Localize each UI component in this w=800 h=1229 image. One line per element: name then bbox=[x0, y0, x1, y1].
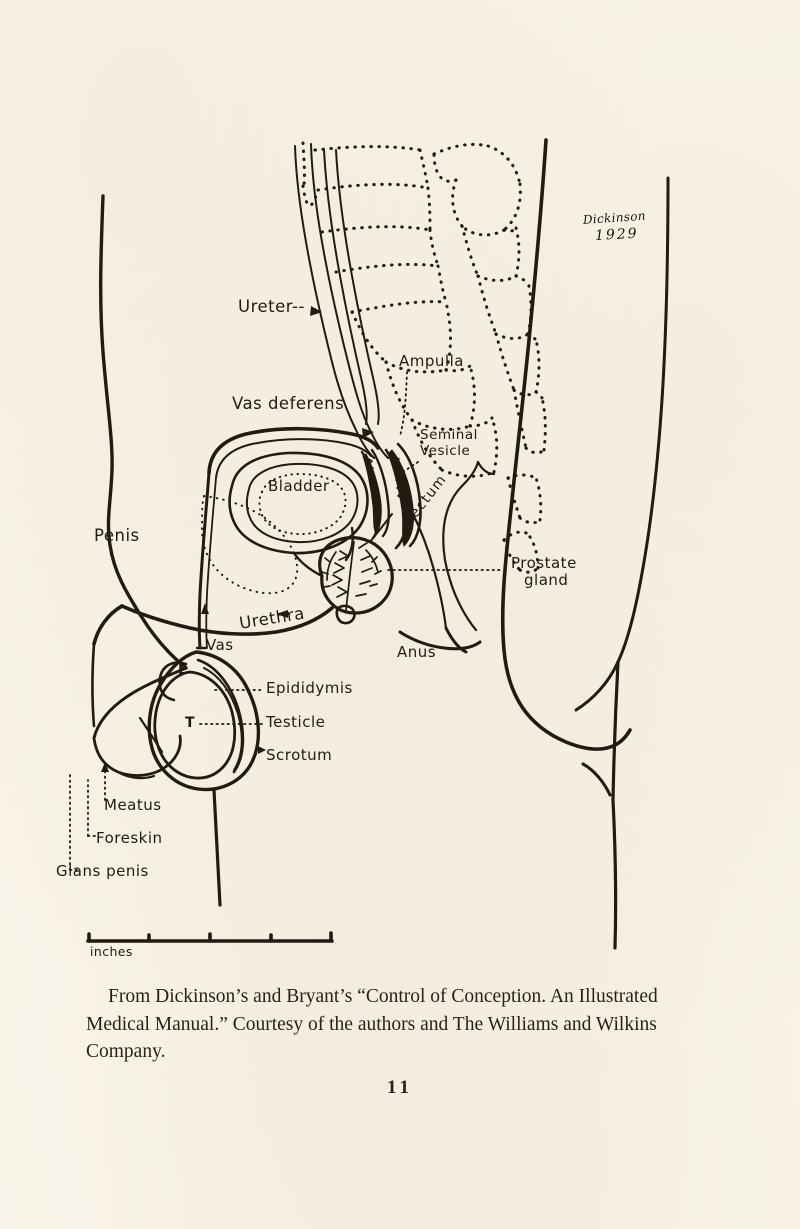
page-number: 11 bbox=[387, 1077, 413, 1098]
vertebral-column-dotted bbox=[301, 141, 448, 314]
epididymis-inner bbox=[203, 667, 243, 771]
arrow-vas-up bbox=[201, 603, 209, 614]
gluteal-fold bbox=[581, 762, 612, 797]
label-ampulla: Ampulla bbox=[399, 352, 464, 370]
label-anus: Anus bbox=[397, 643, 437, 661]
label-key-t: T bbox=[185, 715, 196, 731]
vas-deferens-tube-posterior bbox=[335, 149, 380, 425]
posterior-thigh-outline bbox=[611, 798, 618, 950]
thigh-crease bbox=[574, 176, 670, 712]
rectum-posterior-wall bbox=[442, 484, 478, 632]
label-key-e: E bbox=[178, 662, 189, 678]
thigh-upper-outline bbox=[611, 660, 620, 802]
arrow-meatus bbox=[101, 762, 109, 772]
bladder-neck-posterior bbox=[344, 526, 354, 562]
pelvic-bone-dotted bbox=[432, 142, 533, 340]
artist-signature: Dickinson 1929 bbox=[583, 209, 647, 244]
label-prostate-line2: gland bbox=[524, 571, 569, 589]
vas-deferens-loop-inner bbox=[215, 438, 372, 479]
vas-deferens-descending bbox=[197, 471, 211, 650]
bladder-neck bbox=[292, 551, 324, 578]
scrotal-raphe bbox=[212, 788, 222, 907]
label-testicle: Testicle bbox=[266, 713, 326, 731]
label-meatus: Meatus bbox=[104, 796, 162, 814]
prostate-outline bbox=[318, 536, 394, 615]
label-bladder: Bladder bbox=[268, 477, 330, 495]
rectum-haustral-fold-1 bbox=[460, 460, 480, 488]
arrow-scrotum bbox=[258, 746, 266, 754]
leader-ampulla bbox=[399, 371, 408, 437]
signature-year: 1929 bbox=[594, 225, 639, 244]
bladder-outer-wall bbox=[228, 451, 369, 555]
leader-arrowheads bbox=[101, 306, 374, 772]
penis-ventral-outline bbox=[91, 642, 96, 728]
testicle-outline bbox=[153, 670, 237, 780]
label-ureter: Ureter-- bbox=[238, 297, 305, 316]
bladder-inner-wall bbox=[245, 462, 359, 544]
abdomen-front-outline bbox=[99, 194, 188, 670]
ureter-tube-posterior bbox=[310, 143, 389, 459]
prostate-glandular-pattern bbox=[321, 541, 382, 613]
label-seminal-vesicle-line1: Seminal bbox=[420, 427, 478, 443]
back-buttock-outline bbox=[500, 138, 632, 751]
foreskin-line bbox=[116, 770, 156, 780]
urethra-channel-lower bbox=[92, 604, 124, 646]
scale-bar bbox=[86, 931, 334, 943]
label-epididymis: Epididymis bbox=[266, 679, 353, 697]
arrow-urethra-flow bbox=[276, 610, 288, 618]
bulbourethral-gland bbox=[335, 604, 356, 625]
bladder-lumen-dotted bbox=[258, 473, 347, 536]
urethra-channel-upper bbox=[120, 604, 334, 636]
figure-caption: From Dickinson’s and Bryant’s “Control o… bbox=[86, 986, 658, 1063]
leader-seminal bbox=[399, 461, 419, 475]
label-glans-penis: Glans penis bbox=[56, 862, 149, 880]
anal-canal bbox=[398, 630, 482, 651]
label-scrotum: Scrotum bbox=[266, 746, 333, 764]
vas-deferens-loop-outer bbox=[207, 426, 380, 475]
rectum-haustral-fold-2 bbox=[476, 460, 496, 476]
signature-name: Dickinson bbox=[582, 208, 647, 227]
anus-opening bbox=[444, 626, 468, 654]
scale-bar-unit-label: inches bbox=[90, 944, 133, 959]
vas-deferens-tube-anterior bbox=[323, 149, 368, 425]
label-vas: Vas bbox=[206, 636, 234, 654]
arrow-vas-flow bbox=[362, 428, 374, 438]
seminal-vesicle-mass bbox=[384, 442, 422, 550]
arrow-ureter bbox=[310, 306, 322, 316]
label-seminal-vesicle-line2: Vesicle bbox=[420, 443, 471, 459]
epididymis-outline bbox=[158, 661, 188, 702]
label-foreskin: Foreskin bbox=[96, 829, 163, 847]
ischium-dotted bbox=[494, 332, 547, 574]
label-penis: Penis bbox=[94, 526, 140, 545]
soft-tissue-dotted bbox=[201, 495, 299, 595]
penis-glans-outline bbox=[92, 734, 182, 777]
label-prostate-line1: Prostate bbox=[511, 554, 577, 572]
penis-dorsal-outline bbox=[92, 666, 188, 740]
ejaculatory-duct bbox=[369, 513, 393, 543]
label-vas-deferens: Vas deferens bbox=[232, 394, 345, 413]
